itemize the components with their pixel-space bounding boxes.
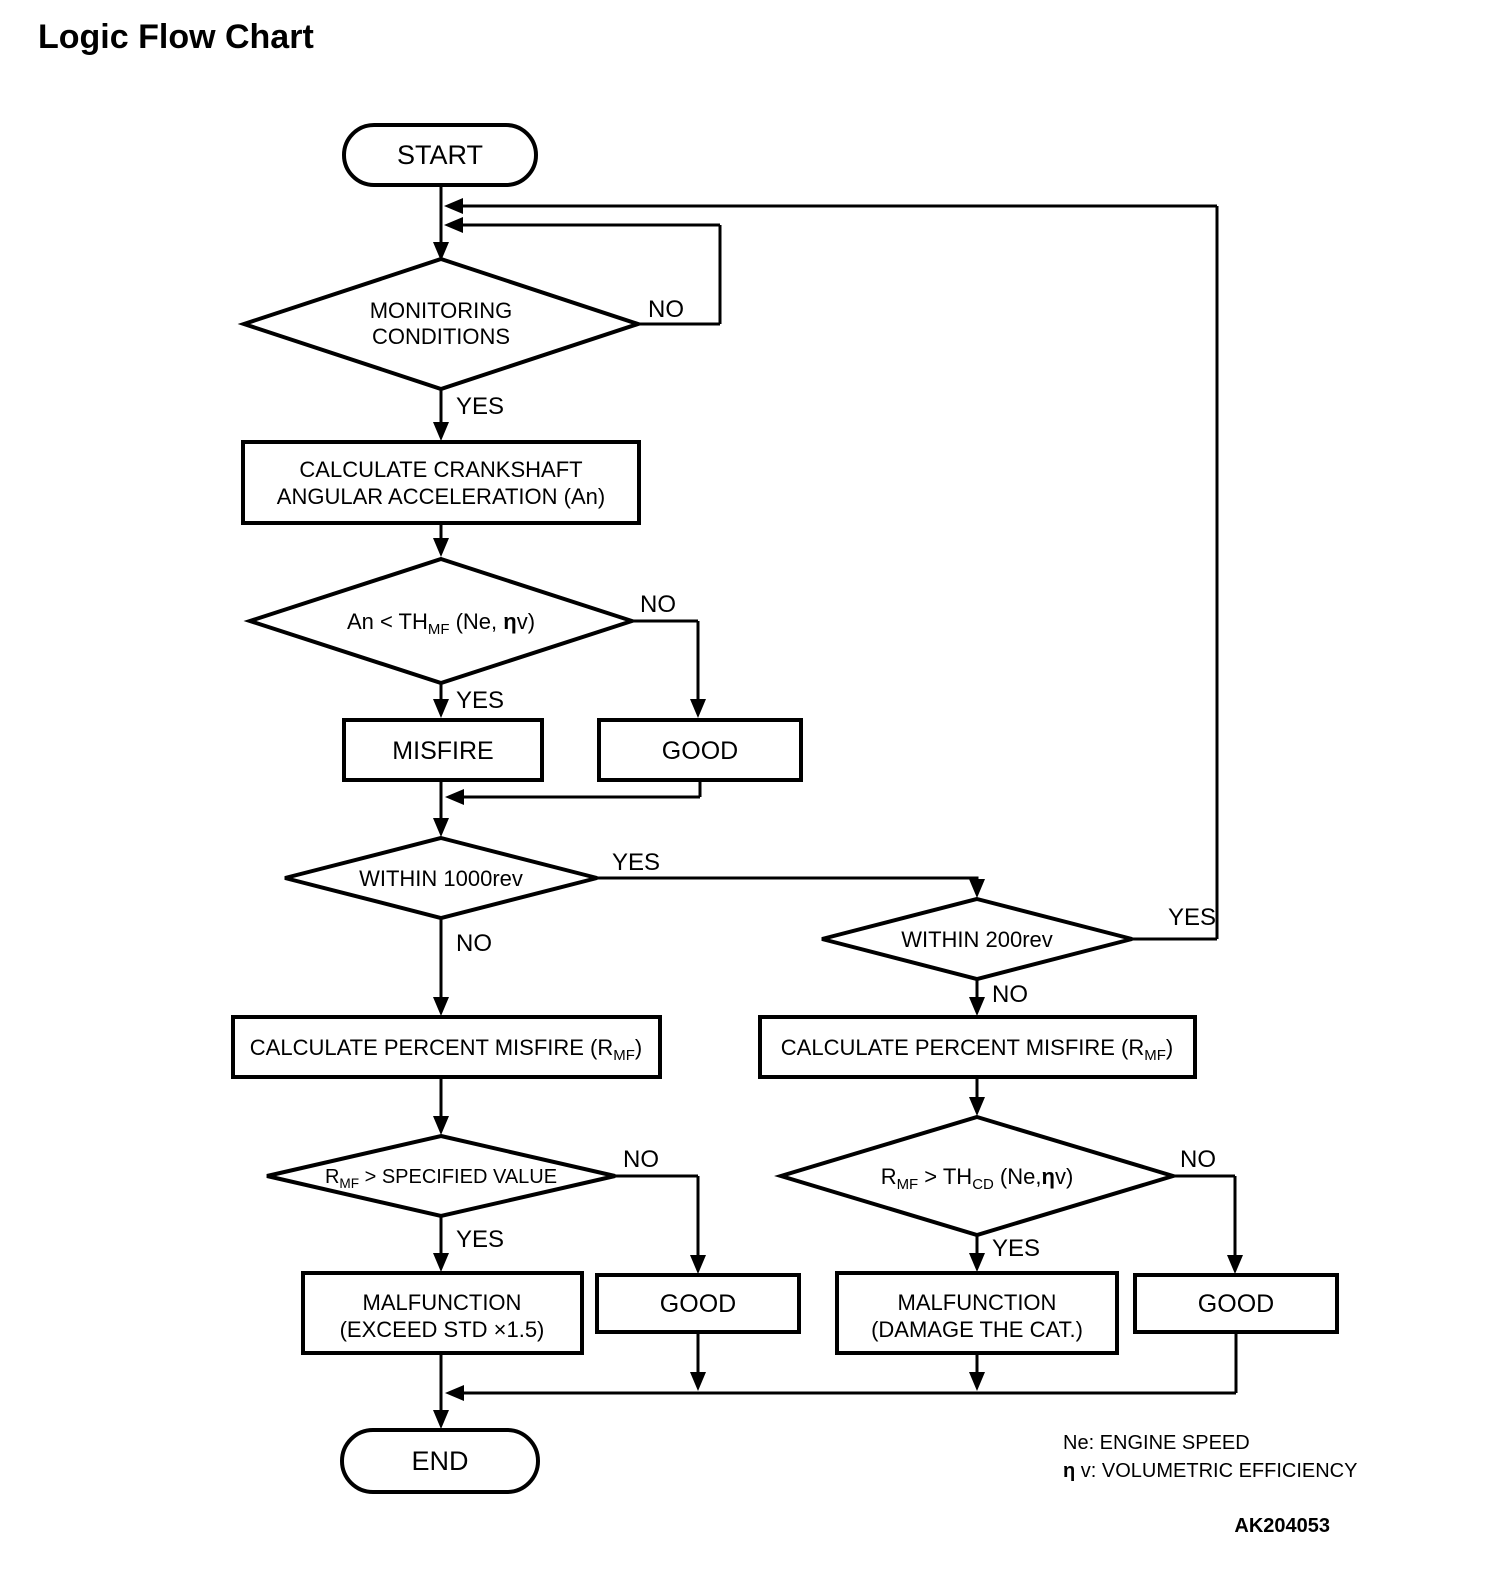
arrowhead-merge1	[445, 789, 464, 805]
good2-shape	[595, 1273, 801, 1334]
arrowhead-feedback-top	[444, 198, 463, 214]
rmf-thcd-label: RMF > THCD (Ne,ηv)	[881, 1164, 1074, 1193]
node-rmf-thcd: RMF > THCD (Ne,ηv)	[774, 1114, 1180, 1238]
node-an-threshold: An < THMF (Ne, ηv)	[243, 556, 639, 686]
malfunction-exceed-line1: MALFUNCTION	[363, 1290, 522, 1315]
arrowhead-monitoring-no	[444, 217, 463, 233]
good3-label: GOOD	[1198, 1290, 1274, 1318]
arrowhead-into-calcpct-right	[969, 997, 985, 1016]
arrowhead-into-calcpct-left	[433, 997, 449, 1016]
arrowhead-into-rmfspec	[433, 1116, 449, 1135]
legend-engine-speed: Ne: ENGINE SPEED	[1063, 1432, 1250, 1454]
malfunction-damage-line1: MALFUNCTION	[898, 1290, 1057, 1315]
within1000-label: WITHIN 1000rev	[359, 866, 523, 891]
malfunction-exceed-shape	[301, 1271, 584, 1355]
label-rmf-specified-no: NO	[623, 1146, 659, 1173]
arrowhead-into-good3	[1227, 1255, 1243, 1274]
label-within200-yes: YES	[1168, 904, 1216, 931]
label-within200-no: NO	[992, 981, 1028, 1008]
node-good-2: GOOD	[595, 1273, 801, 1334]
calc-crankshaft-shape	[241, 440, 641, 525]
node-good-3: GOOD	[1133, 1273, 1339, 1334]
end-label: END	[411, 1446, 468, 1476]
misfire-label: MISFIRE	[392, 737, 493, 765]
node-malfunction-exceed: MALFUNCTION (EXCEED STD ×1.5)	[301, 1271, 584, 1355]
arrowhead-into-end	[433, 1410, 449, 1429]
monitoring-label-line2: CONDITIONS	[372, 324, 510, 349]
an-threshold-label: An < THMF (Ne, ηv)	[347, 609, 535, 638]
figure-code: AK204053	[1234, 1515, 1330, 1537]
good3-shape	[1133, 1273, 1339, 1334]
calc-percent-right-label: CALCULATE PERCENT MISFIRE (RMF)	[781, 1035, 1173, 1064]
legend-volumetric-efficiency: η v: VOLUMETRIC EFFICIENCY	[1063, 1460, 1357, 1482]
within1000-diamond-shape	[284, 835, 598, 921]
malfunction-damage-line2: (DAMAGE THE CAT.)	[871, 1317, 1083, 1342]
node-good-1: GOOD	[597, 718, 803, 782]
calc-percent-left-label: CALCULATE PERCENT MISFIRE (RMF)	[250, 1035, 642, 1064]
arrowhead-malf2-merge	[969, 1372, 985, 1391]
node-calc-percent-misfire-right: CALCULATE PERCENT MISFIRE (RMF)	[758, 1015, 1197, 1079]
calc-crankshaft-line2: ANGULAR ACCELERATION (An)	[277, 484, 605, 509]
start-terminal-shape	[342, 123, 538, 187]
arrowhead-into-anth	[433, 538, 449, 557]
arrowhead-good2-merge	[690, 1372, 706, 1391]
label-monitoring-no: NO	[648, 296, 684, 323]
label-an-threshold-no: NO	[640, 591, 676, 618]
arrowhead-into-malf1	[433, 1253, 449, 1272]
arrowhead-into-rmfthcd	[969, 1097, 985, 1116]
arrowhead-into-monitoring	[433, 242, 449, 261]
label-an-threshold-yes: YES	[456, 687, 504, 714]
node-within-1000rev: WITHIN 1000rev	[284, 835, 598, 921]
node-calc-crankshaft: CALCULATE CRANKSHAFT ANGULAR ACCELERATIO…	[241, 440, 641, 525]
good1-shape	[597, 718, 803, 782]
label-rmf-thcd-yes: YES	[992, 1235, 1040, 1262]
rmf-specified-diamond-shape	[266, 1133, 616, 1219]
connectors	[433, 185, 1243, 1429]
label-rmf-thcd-no: NO	[1180, 1146, 1216, 1173]
an-threshold-diamond-shape	[243, 556, 639, 686]
edge-within1000-yes	[597, 876, 979, 882]
good2-label: GOOD	[660, 1290, 736, 1318]
arrowhead-into-good1	[690, 699, 706, 718]
label-rmf-specified-yes: YES	[456, 1226, 504, 1253]
good1-label: GOOD	[662, 737, 738, 765]
node-malfunction-damage: MALFUNCTION (DAMAGE THE CAT.)	[835, 1271, 1119, 1355]
node-monitoring-conditions: MONITORING CONDITIONS	[237, 256, 645, 392]
arrowhead-into-good2	[690, 1255, 706, 1274]
arrowhead-into-misfire	[433, 699, 449, 718]
node-start: START	[342, 123, 538, 187]
legend: Ne: ENGINE SPEED η v: VOLUMETRIC EFFICIE…	[1063, 1432, 1357, 1482]
node-misfire: MISFIRE	[342, 718, 544, 782]
arrowhead-into-within200	[969, 879, 985, 898]
node-end: END	[340, 1428, 540, 1494]
node-calc-percent-misfire-left: CALCULATE PERCENT MISFIRE (RMF)	[231, 1015, 662, 1079]
malfunction-exceed-line2: (EXCEED STD ×1.5)	[340, 1317, 545, 1342]
start-label: START	[397, 140, 483, 170]
monitoring-label-line1: MONITORING	[370, 298, 513, 323]
rmf-specified-label: RMF > SPECIFIED VALUE	[325, 1166, 557, 1191]
arrowhead-merge2	[445, 1385, 464, 1401]
monitoring-diamond-shape	[237, 256, 645, 392]
calc-percent-right-shape	[758, 1015, 1197, 1079]
within200-diamond-shape	[821, 896, 1133, 982]
rmf-thcd-diamond-shape	[774, 1114, 1180, 1238]
malfunction-damage-shape	[835, 1271, 1119, 1355]
arrowhead-into-within1000	[433, 818, 449, 837]
page-title: Logic Flow Chart	[38, 18, 314, 56]
arrowhead-into-calcaccel	[433, 422, 449, 441]
calc-crankshaft-line1: CALCULATE CRANKSHAFT	[299, 457, 582, 482]
end-terminal-shape	[340, 1428, 540, 1494]
label-within1000-no: NO	[456, 930, 492, 957]
within200-label: WITHIN 200rev	[901, 927, 1053, 952]
node-rmf-specified: RMF > SPECIFIED VALUE	[266, 1133, 616, 1219]
calc-percent-left-shape	[231, 1015, 662, 1079]
arrowhead-into-malf2	[969, 1253, 985, 1272]
label-monitoring-yes: YES	[456, 393, 504, 420]
label-within1000-yes: YES	[612, 849, 660, 876]
misfire-shape	[342, 718, 544, 782]
node-within-200rev: WITHIN 200rev	[821, 896, 1133, 982]
